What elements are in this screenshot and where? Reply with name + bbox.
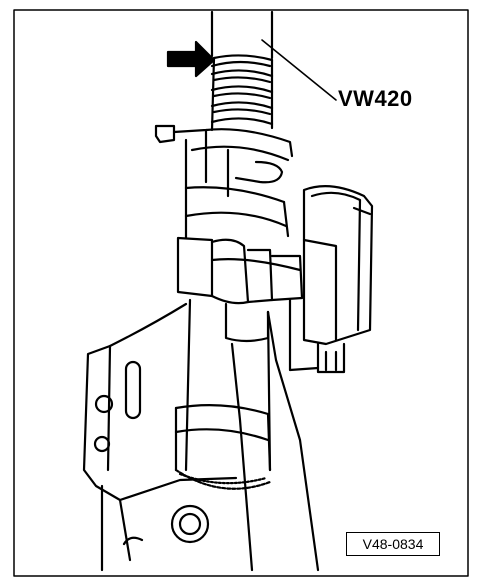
bracket-hole (170, 504, 210, 544)
pointer-arrow (166, 40, 216, 78)
tool-shaft (210, 10, 274, 60)
tool-callout-label: VW420 (338, 86, 413, 111)
connector-housing (288, 185, 374, 374)
middle-clamp-band (176, 236, 304, 343)
compression-spring (210, 54, 274, 132)
mounting-bracket (82, 302, 320, 572)
bracket-holes (93, 360, 210, 546)
bracket-hole (93, 435, 111, 453)
column-tube (184, 186, 290, 472)
upper-clamp-ring (154, 124, 294, 204)
figure-reference-code: V48-0834 (346, 532, 440, 556)
bracket-hole (178, 512, 202, 536)
figure-border (13, 9, 469, 577)
lower-collar (174, 404, 272, 490)
bracket-slot (124, 360, 142, 420)
bracket-hole (94, 394, 114, 414)
callout-leader-line (261, 39, 337, 101)
